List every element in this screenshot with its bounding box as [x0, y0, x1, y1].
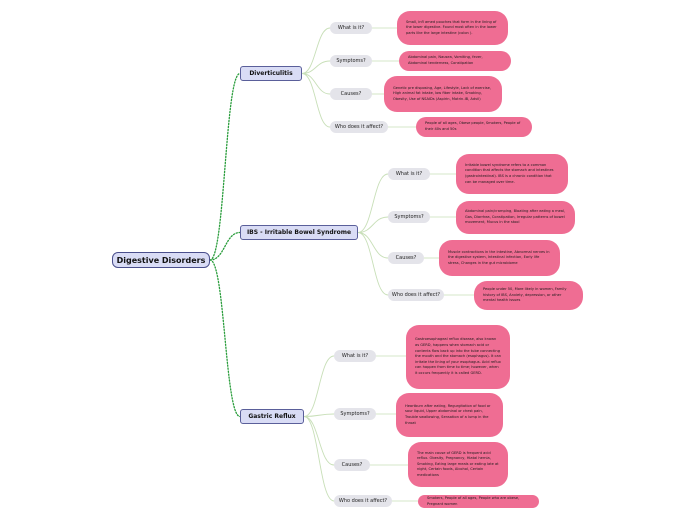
- root-topic-link: [209, 231, 241, 261]
- root-topic-link: [209, 259, 241, 418]
- answer-note: Heartburn after eating, Regurgitation of…: [396, 393, 503, 437]
- topic-question-link: [357, 232, 389, 259]
- topic-question-link: [357, 216, 389, 233]
- answer-note: Small, infl amed pouches that form in th…: [397, 11, 508, 45]
- answer-note: Abdominal pain, Nausea, Vomiting, fever,…: [399, 51, 511, 71]
- topic-question-link: [301, 73, 331, 95]
- topic-gastric-reflux[interactable]: Gastric Reflux: [240, 409, 304, 424]
- question-who-affected[interactable]: Who does it affect?: [334, 495, 392, 507]
- topic-question-link: [303, 355, 335, 417]
- topic-diverticulitis[interactable]: Diverticulitis: [240, 66, 302, 81]
- answer-note: Smokers, People of all ages, People who …: [418, 495, 539, 508]
- question-symptoms[interactable]: Symptoms?: [388, 211, 430, 223]
- topic-question-link: [301, 60, 331, 74]
- question-symptoms[interactable]: Symptoms?: [334, 408, 376, 420]
- question-who-affected[interactable]: Who does it affect?: [330, 121, 388, 133]
- answer-note: Abdominal pain/cramping, Bloating after …: [456, 201, 575, 234]
- answer-note: People of all ages, Obese people, Smoker…: [416, 117, 532, 137]
- answer-note: The main cause of GERD is frequent acid …: [408, 442, 508, 487]
- root-topic-link: [209, 72, 241, 261]
- question-what-is-it[interactable]: What is it?: [334, 350, 376, 362]
- topic-question-link: [301, 27, 331, 74]
- question-causes[interactable]: Causes?: [388, 252, 424, 264]
- answer-note: Gastroesophageal reflux disease, also kn…: [406, 325, 510, 389]
- topic-question-link: [357, 232, 389, 296]
- question-causes[interactable]: Causes?: [330, 88, 372, 100]
- question-what-is-it[interactable]: What is it?: [388, 168, 430, 180]
- answer-note: Irritable bowel syndrome refers to a com…: [456, 154, 568, 194]
- question-causes[interactable]: Causes?: [334, 459, 370, 471]
- topic-ibs[interactable]: IBS - Irritable Bowel Syndrome: [240, 225, 358, 240]
- answer-note: Muscle contractions in the intestine, Ab…: [439, 240, 560, 276]
- topic-question-link: [303, 413, 335, 417]
- topic-question-link: [301, 73, 331, 128]
- question-what-is-it[interactable]: What is it?: [330, 22, 372, 34]
- question-who-affected[interactable]: Who does it affect?: [388, 289, 444, 301]
- answer-note: People under 50, More likely in women, F…: [474, 281, 583, 310]
- root-node[interactable]: Digestive Disorders: [112, 252, 210, 268]
- question-symptoms[interactable]: Symptoms?: [330, 55, 372, 67]
- topic-question-link: [357, 173, 389, 233]
- topic-question-link: [303, 416, 335, 502]
- answer-note: Genetic pre disposing, Age, Lifestyle, L…: [384, 76, 502, 112]
